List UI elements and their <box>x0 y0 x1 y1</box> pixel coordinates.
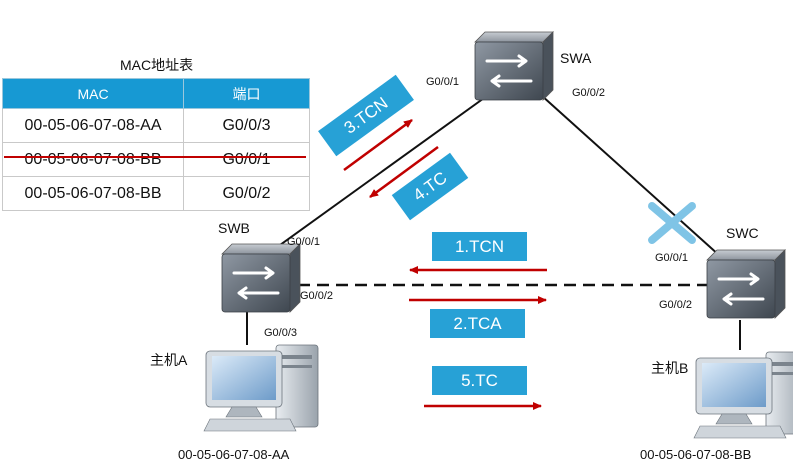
table-row: 00-05-06-07-08-AA G0/0/3 <box>2 108 310 143</box>
mac-table: MAC 端口 00-05-06-07-08-AA G0/0/3 00-05-06… <box>2 78 310 211</box>
host-a-computer-icon <box>203 344 319 432</box>
mac-cell: 00-05-06-07-08-BB <box>2 176 184 211</box>
port-cell: G0/0/1 <box>183 142 310 177</box>
swc-label: SWC <box>726 225 759 241</box>
host-b-mac: 00-05-06-07-08-BB <box>640 447 752 462</box>
host-b-computer-icon <box>693 351 793 439</box>
host-a-mac: 00-05-06-07-08-AA <box>178 447 290 462</box>
link-swa-swb <box>261 87 499 259</box>
port-cell: G0/0/3 <box>183 108 310 143</box>
swb-port3-label: G0/0/3 <box>264 327 298 339</box>
message-1-tcn: 1.TCN <box>432 232 527 261</box>
port-cell: G0/0/2 <box>183 176 310 211</box>
link-swa-swc <box>540 94 721 257</box>
port-column-header: 端口 <box>183 78 310 109</box>
message-5-tc: 5.TC <box>432 366 527 395</box>
strikethrough-line <box>4 156 306 158</box>
switch-swb-icon <box>220 242 302 314</box>
host-a-label: 主机A <box>150 352 188 368</box>
host-b-label: 主机B <box>651 360 689 376</box>
swa-port2-label: G0/0/2 <box>572 87 606 99</box>
mac-column-header: MAC <box>2 78 184 109</box>
swb-port2-label: G0/0/2 <box>300 290 334 302</box>
swc-port1-label: G0/0/1 <box>655 252 689 264</box>
swb-label: SWB <box>218 220 250 236</box>
switch-swa-icon <box>473 30 555 102</box>
swa-port1-label: G0/0/1 <box>426 76 460 88</box>
mac-cell: 00-05-06-07-08-BB <box>2 142 184 177</box>
switch-swc-icon <box>705 248 787 320</box>
arrow-3-tcn <box>343 118 413 172</box>
arrow-4-tc <box>369 145 439 199</box>
swc-port2-label: G0/0/2 <box>659 299 693 311</box>
swb-port1-label: G0/0/1 <box>287 236 321 248</box>
message-2-tca: 2.TCA <box>430 309 525 338</box>
mac-cell: 00-05-06-07-08-AA <box>2 108 184 143</box>
table-row: 00-05-06-07-08-BB G0/0/2 <box>2 176 310 211</box>
blocked-port-icon <box>648 202 696 244</box>
mac-table-title: MAC地址表 <box>120 57 194 73</box>
swa-label: SWA <box>560 50 592 66</box>
table-row: 00-05-06-07-08-BB G0/0/1 <box>2 142 310 177</box>
